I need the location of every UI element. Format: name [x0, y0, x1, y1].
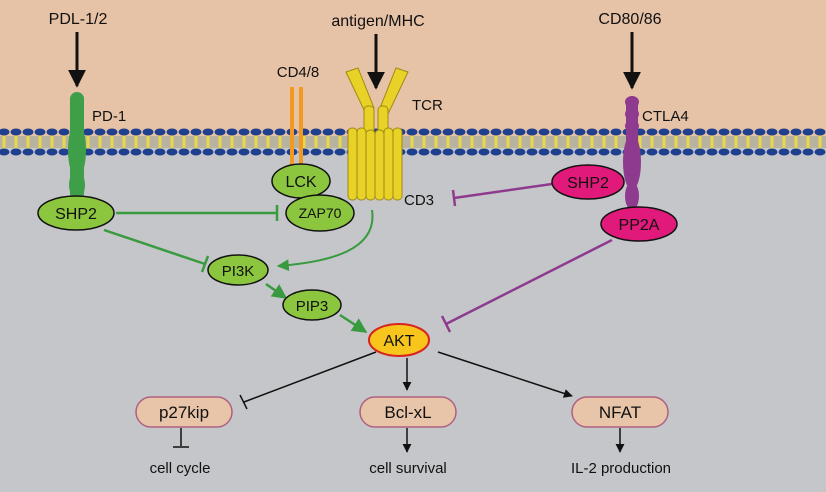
tcr-complex [345, 67, 409, 201]
lck-node: LCK [271, 163, 331, 199]
extracellular-region [0, 0, 826, 138]
akt-inhibits-p27kip-bar [239, 394, 248, 410]
akt-label: AKT [383, 333, 414, 350]
p27kip-label: p27kip [159, 403, 209, 422]
pp2a-node: PP2A [600, 206, 678, 242]
nfat-label: NFAT [599, 403, 641, 422]
ctla4-label: CTLA4 [642, 108, 689, 125]
pi3k-node: PI3K [207, 254, 269, 286]
shp2-inhibits-pi3k-bar [200, 255, 210, 273]
pd1-receptor [68, 92, 86, 200]
pip3-to-akt-arrow [339, 313, 368, 334]
bclxl-node: Bcl-xL [359, 396, 457, 428]
pip3-label: PIP3 [296, 298, 329, 315]
shp2-left-label: SHP2 [55, 206, 97, 223]
pp2a-inhibits-akt [445, 238, 613, 326]
bclxl-label: Bcl-xL [384, 403, 431, 422]
cd48-coreceptor [290, 87, 303, 167]
shp2-right-label: SHP2 [567, 175, 609, 192]
zap70-label: ZAP70 [299, 205, 342, 221]
cd48-label: CD4/8 [277, 64, 320, 81]
pp2a-label: PP2A [619, 217, 660, 234]
shp2-right-node: SHP2 [551, 164, 625, 200]
shp2-inhibits-pi3k [103, 228, 206, 266]
shp2-inhibits-cd3-bar [451, 189, 457, 207]
cell-membrane [0, 128, 826, 156]
pi3k-to-pip3-arrow [265, 282, 288, 300]
cell-survival-label: cell survival [369, 460, 447, 477]
shp2-left-node: SHP2 [37, 195, 115, 231]
shp2-inhibits-cd3 [453, 182, 553, 200]
nfat-node: NFAT [571, 396, 669, 428]
cd3-label: CD3 [404, 192, 434, 209]
cd3-to-pi3k-arrow [276, 209, 374, 272]
akt-node: AKT [368, 323, 430, 357]
akt-to-nfat-arrow [437, 351, 573, 398]
pip3-node: PIP3 [282, 289, 342, 321]
lck-label: LCK [285, 174, 316, 191]
pdl-ligand-label: PDL-1/2 [49, 11, 108, 28]
akt-inhibits-p27kip [243, 351, 377, 403]
tcr-label: TCR [412, 97, 443, 114]
pp2a-inhibits-akt-bar [440, 315, 452, 333]
ctla4-receptor [623, 96, 641, 210]
antigen-mhc-label: antigen/MHC [331, 13, 424, 30]
p27kip-node: p27kip [135, 396, 233, 428]
pd1-label: PD-1 [92, 108, 126, 125]
cell-cycle-label: cell cycle [150, 460, 211, 477]
pi3k-label: PI3K [222, 263, 255, 280]
intracellular-region [0, 138, 826, 492]
cd80-ligand-label: CD80/86 [598, 11, 661, 28]
il2-production-label: IL-2 production [571, 460, 671, 477]
zap70-node: ZAP70 [285, 194, 355, 232]
